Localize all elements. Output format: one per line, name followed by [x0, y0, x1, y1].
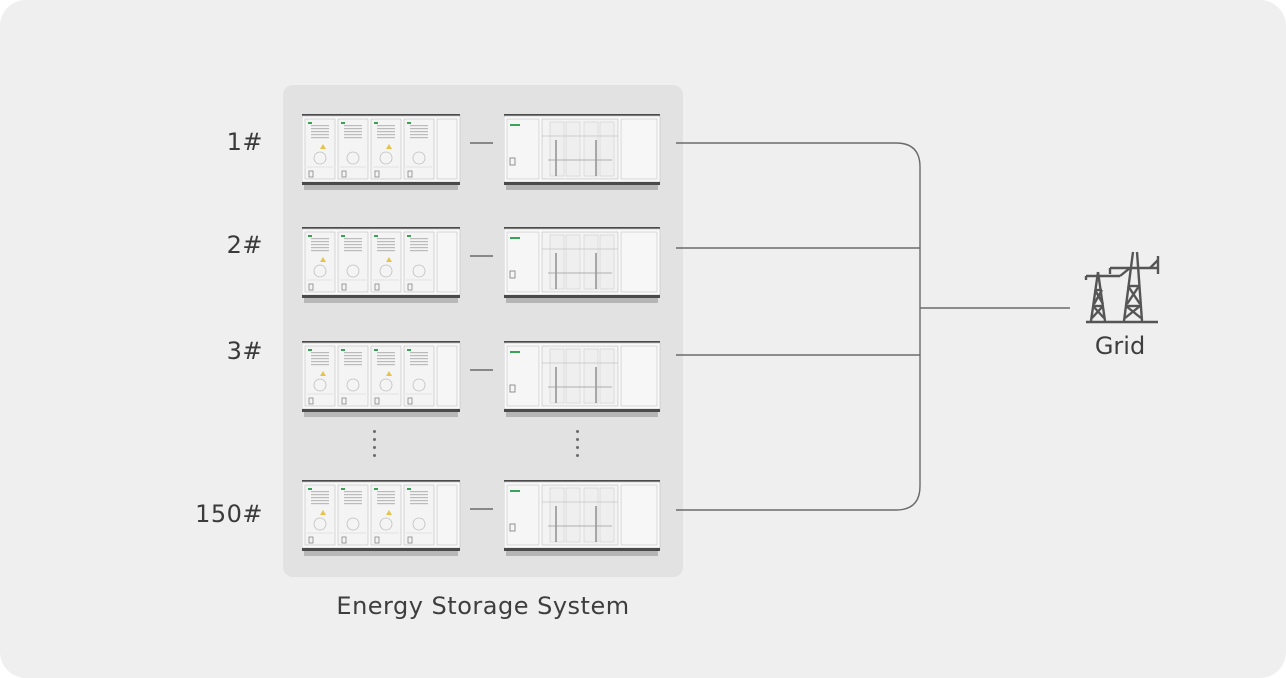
row-label-1: 1# [226, 128, 263, 156]
grid-label: Grid [1094, 332, 1146, 360]
ellipsis-dots-right [576, 430, 580, 462]
row-label-2: 2# [226, 231, 263, 259]
pcs-container-icon [503, 110, 662, 196]
pcs-container-icon [503, 476, 662, 562]
row-label-3: 3# [226, 337, 263, 365]
pcs-container-icon [503, 223, 662, 309]
battery-cabinet-icon [301, 223, 462, 309]
pcs-container-icon [503, 337, 662, 423]
battery-cabinet-icon [301, 110, 462, 196]
battery-cabinet-icon [301, 337, 462, 423]
ellipsis-dots-left [373, 430, 377, 462]
energy-storage-system-caption: Energy Storage System [336, 592, 630, 620]
battery-cabinet-icon [301, 476, 462, 562]
row-label-150: 150# [195, 500, 263, 528]
transmission-tower-icon [1084, 251, 1160, 324]
